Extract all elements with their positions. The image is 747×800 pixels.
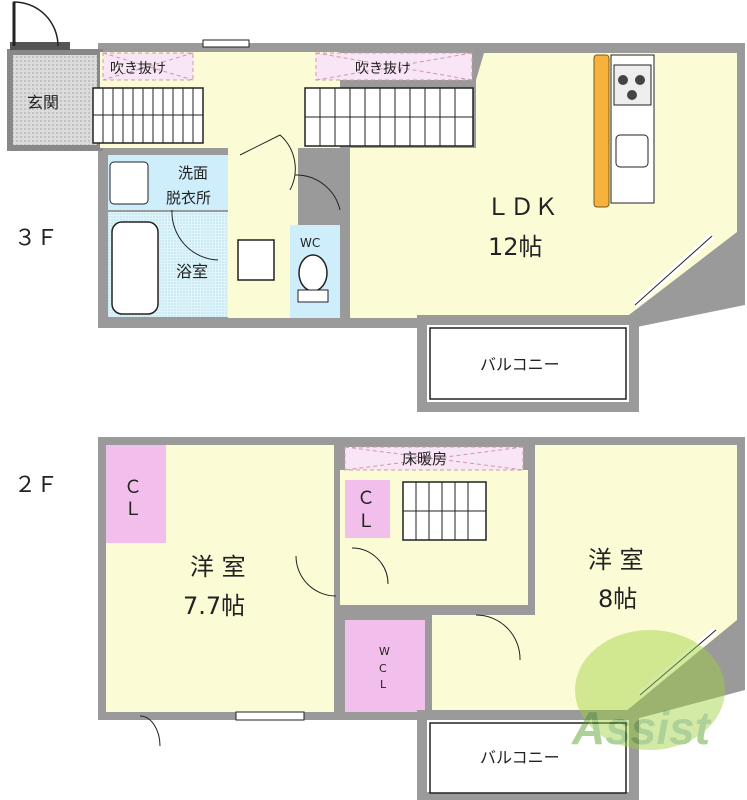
cl-mid-label-2: Ｌ [357,511,375,532]
stove-burner-icon [635,75,645,85]
void-right-label: 吹き抜け [355,61,411,77]
washroom-label-1: 洗面 [178,164,208,182]
stairs-right [304,87,474,147]
room-left-size-label: 7.7帖 [183,592,245,620]
f2-balcony-label: バルコニー [480,748,560,767]
f3-balcony-label: バルコニー [480,355,560,374]
washing-machine-icon [237,239,275,281]
floor-2: ２Ｆ 床暖房 Ｃ Ｌ Ｃ Ｌ 洋 室 7.7帖 洋 室 8帖 W C L バルコ… [14,437,745,800]
stove-burner-icon [618,75,628,85]
ldk-size-label: 12帖 [488,233,543,261]
cl-left-label-2: Ｌ [124,499,142,520]
cl-left-label-1: Ｃ [124,477,142,498]
door-swing-icon [351,547,389,585]
kitchen-counter [593,54,655,208]
washroom-label-2: 脱衣所 [166,189,211,207]
f3-hall-lower [228,148,298,318]
sink-icon [615,134,649,168]
wcl-label-1: W [379,645,390,658]
door-swing-icon [139,715,161,747]
stairs-f2 [402,481,487,541]
floor-heating-label: 床暖房 [402,450,447,468]
watermark-text: Assist [571,702,712,754]
door-swing-icon [295,555,337,597]
wcl-label-3: L [380,678,387,691]
ldk-label: ＬＤＫ [486,193,558,221]
room-right-label: 洋 室 [588,546,644,574]
room-right-size-label: 8帖 [598,585,637,613]
genkan-label: 玄関 [27,93,59,112]
cl-mid [345,480,390,538]
floor-3: ３Ｆ 玄関 吹き抜け 吹き抜け 洗面 脱衣所 浴室 WC ＬＤＫ 12帖 バルコ… [7,1,745,412]
wcl-label-2: C [379,662,387,675]
void-left-label: 吹き抜け [110,61,166,77]
stove-burner-icon [627,90,637,100]
door-swing-icon [294,174,341,211]
door-swing-icon [171,209,219,261]
door-swing-icon [239,134,296,191]
cl-mid-label-1: Ｃ [357,488,375,509]
assist-watermark-logo: Assist [571,630,725,754]
wc-label: WC [300,236,320,250]
floor-3-label: ３Ｆ [14,226,58,251]
room-right-floor [432,445,737,712]
toilet-icon [298,254,328,292]
bathtub-icon [111,221,159,315]
floor-2-label: ２Ｆ [14,473,58,498]
door-swing-icon [475,614,521,661]
room-left-label: 洋 室 [190,553,246,581]
bathroom-label: 浴室 [176,262,208,281]
wash-basin-icon [109,161,149,205]
stairs-left [92,87,204,144]
window-icon [235,711,305,721]
wcl [345,620,425,712]
window-icon [202,39,250,48]
entry-door-icon [10,1,70,50]
cl-left [106,445,166,543]
